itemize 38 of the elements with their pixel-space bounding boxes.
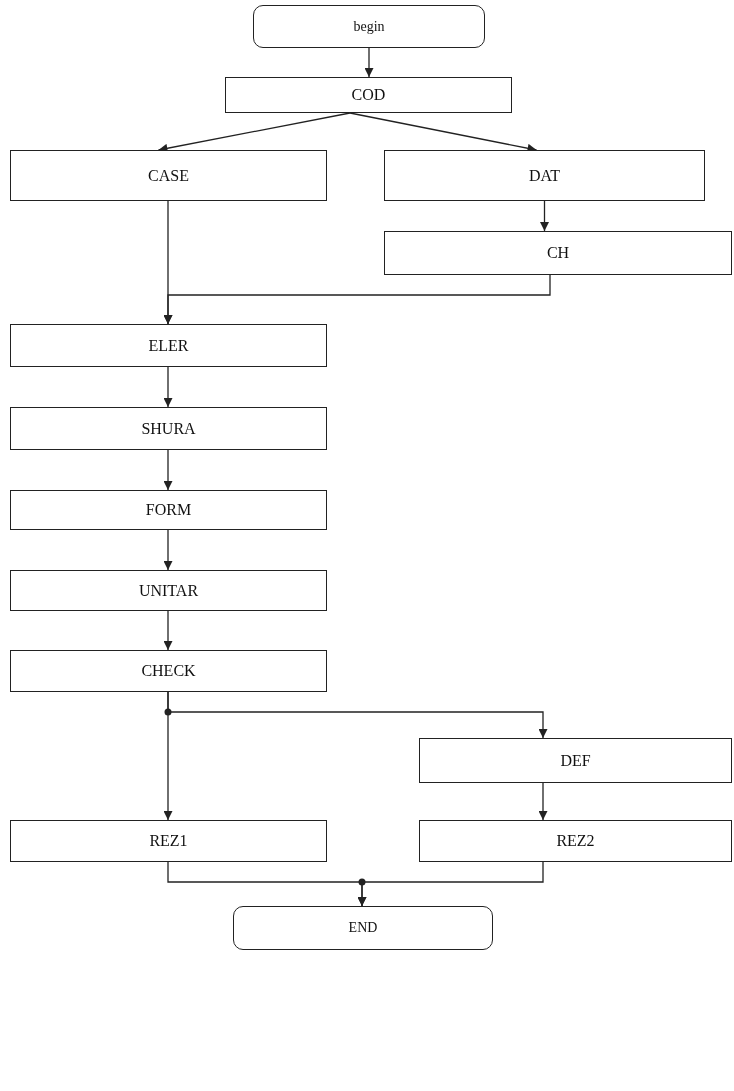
arrow xyxy=(163,610,173,651)
arrow xyxy=(167,691,548,739)
node-label: REZ1 xyxy=(149,832,188,850)
node-label: FORM xyxy=(145,501,192,519)
arrow xyxy=(540,200,549,232)
process-box xyxy=(10,820,327,862)
process-box xyxy=(10,150,327,201)
terminal-box xyxy=(233,906,493,950)
node-label: COD xyxy=(351,86,386,104)
process-box xyxy=(384,150,705,201)
arrow xyxy=(163,529,173,571)
node-label: begin xyxy=(353,18,385,35)
arrow xyxy=(163,274,551,325)
node-label: DEF xyxy=(560,751,591,770)
node-label: CASE xyxy=(148,166,189,185)
process-box xyxy=(10,570,327,611)
process-box xyxy=(384,231,732,275)
process-box xyxy=(10,324,327,367)
node-label: CH xyxy=(546,244,570,262)
node-label: END xyxy=(348,920,378,936)
node-label: DAT xyxy=(528,166,561,185)
process-box xyxy=(10,490,327,530)
node-label: SHURA xyxy=(141,419,196,438)
arrow xyxy=(538,782,548,821)
node-label: ELER xyxy=(148,336,189,355)
node-label: UNITAR xyxy=(138,581,199,600)
process-box xyxy=(10,650,327,692)
terminal-box xyxy=(253,5,485,48)
process-box xyxy=(10,407,327,450)
process-box xyxy=(225,77,512,113)
node-label: REZ2 xyxy=(556,832,595,850)
arrow xyxy=(364,47,374,78)
node-label: CHECK xyxy=(141,662,196,680)
arrow xyxy=(163,449,173,491)
process-box xyxy=(419,820,732,862)
arrow xyxy=(163,366,173,408)
arrow xyxy=(357,861,544,907)
process-box xyxy=(419,738,732,783)
